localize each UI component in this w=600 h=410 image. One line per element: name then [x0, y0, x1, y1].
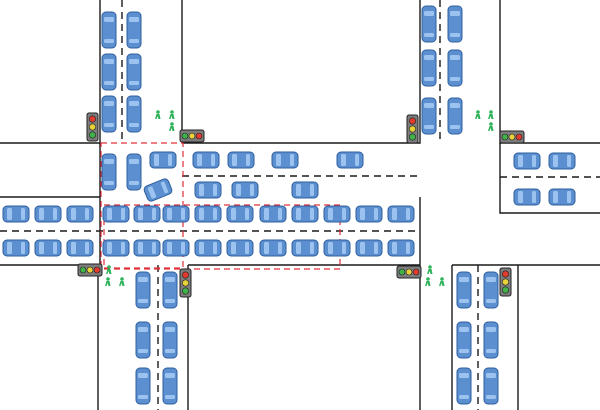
vehicle	[34, 205, 62, 223]
vehicle	[143, 178, 173, 202]
vehicle	[102, 239, 130, 257]
vehicle	[387, 205, 415, 223]
vehicle	[421, 5, 437, 43]
road-edge	[499, 143, 600, 214]
vehicle	[227, 151, 255, 169]
vehicle	[483, 321, 499, 359]
pedestrian-icon	[169, 110, 175, 119]
traffic-signal	[77, 263, 103, 277]
vehicle	[513, 188, 541, 206]
vehicle	[126, 11, 142, 49]
vehicle	[447, 97, 463, 135]
vehicle	[456, 271, 472, 309]
pedestrian-icon	[169, 122, 175, 131]
vehicle	[66, 239, 94, 257]
traffic-signal	[86, 112, 99, 142]
vehicle	[548, 188, 576, 206]
pedestrian-icons	[105, 110, 494, 286]
vehicle	[101, 53, 117, 91]
traffic-signal	[499, 130, 525, 144]
vehicle	[34, 239, 62, 257]
vehicle	[133, 205, 161, 223]
vehicle	[226, 239, 254, 257]
pedestrian-icon	[425, 277, 431, 286]
pedestrian-icon	[427, 265, 433, 274]
traffic-signal	[179, 129, 205, 143]
vehicle	[101, 153, 117, 191]
road-edge	[499, 0, 600, 144]
vehicle	[447, 5, 463, 43]
vehicle	[162, 321, 178, 359]
vehicle	[355, 239, 383, 257]
vehicle	[336, 151, 364, 169]
vehicle	[548, 152, 576, 170]
vehicle	[2, 205, 30, 223]
vehicle	[421, 97, 437, 135]
vehicle	[456, 321, 472, 359]
pedestrian-icon	[488, 110, 494, 119]
vehicle	[194, 181, 222, 199]
vehicle	[149, 151, 177, 169]
vehicle	[447, 49, 463, 87]
vehicle	[355, 205, 383, 223]
vehicle	[101, 95, 117, 133]
vehicle	[162, 271, 178, 309]
vehicle	[323, 205, 351, 223]
traffic-signals	[77, 112, 525, 298]
vehicle	[194, 239, 222, 257]
vehicle	[162, 205, 190, 223]
vehicle	[192, 151, 220, 169]
vehicle	[66, 205, 94, 223]
pedestrian-icon	[119, 277, 125, 286]
vehicle	[126, 95, 142, 133]
traffic-signal	[179, 268, 192, 298]
vehicle	[513, 152, 541, 170]
vehicle	[126, 53, 142, 91]
pedestrian-icon	[439, 277, 445, 286]
pedestrian-icon	[475, 110, 481, 119]
vehicle	[387, 239, 415, 257]
vehicle	[483, 367, 499, 405]
traffic-signal	[406, 114, 419, 144]
vehicle	[226, 205, 254, 223]
vehicle	[162, 239, 190, 257]
pedestrian-icon	[106, 265, 112, 274]
vehicle	[259, 205, 287, 223]
vehicle	[259, 239, 287, 257]
pedestrian-icon	[105, 277, 111, 286]
vehicle	[483, 271, 499, 309]
vehicle	[126, 153, 142, 191]
vehicle	[421, 49, 437, 87]
traffic-signal	[499, 267, 512, 297]
vehicle	[291, 205, 319, 223]
vehicle	[101, 11, 117, 49]
vehicle	[291, 181, 319, 199]
vehicle	[162, 367, 178, 405]
vehicles	[2, 5, 576, 405]
vehicle	[194, 205, 222, 223]
vehicle	[323, 239, 351, 257]
vehicle	[133, 239, 161, 257]
vehicle	[135, 271, 151, 309]
pedestrian-icon	[155, 110, 161, 119]
vehicle	[291, 239, 319, 257]
vehicle	[102, 205, 130, 223]
vehicle	[231, 181, 259, 199]
road-edge	[182, 0, 421, 144]
vehicle	[135, 321, 151, 359]
vehicle	[2, 239, 30, 257]
vehicle	[271, 151, 299, 169]
traffic-signal	[396, 265, 422, 279]
pedestrian-icon	[488, 122, 494, 131]
vehicle	[135, 367, 151, 405]
vehicle	[456, 367, 472, 405]
